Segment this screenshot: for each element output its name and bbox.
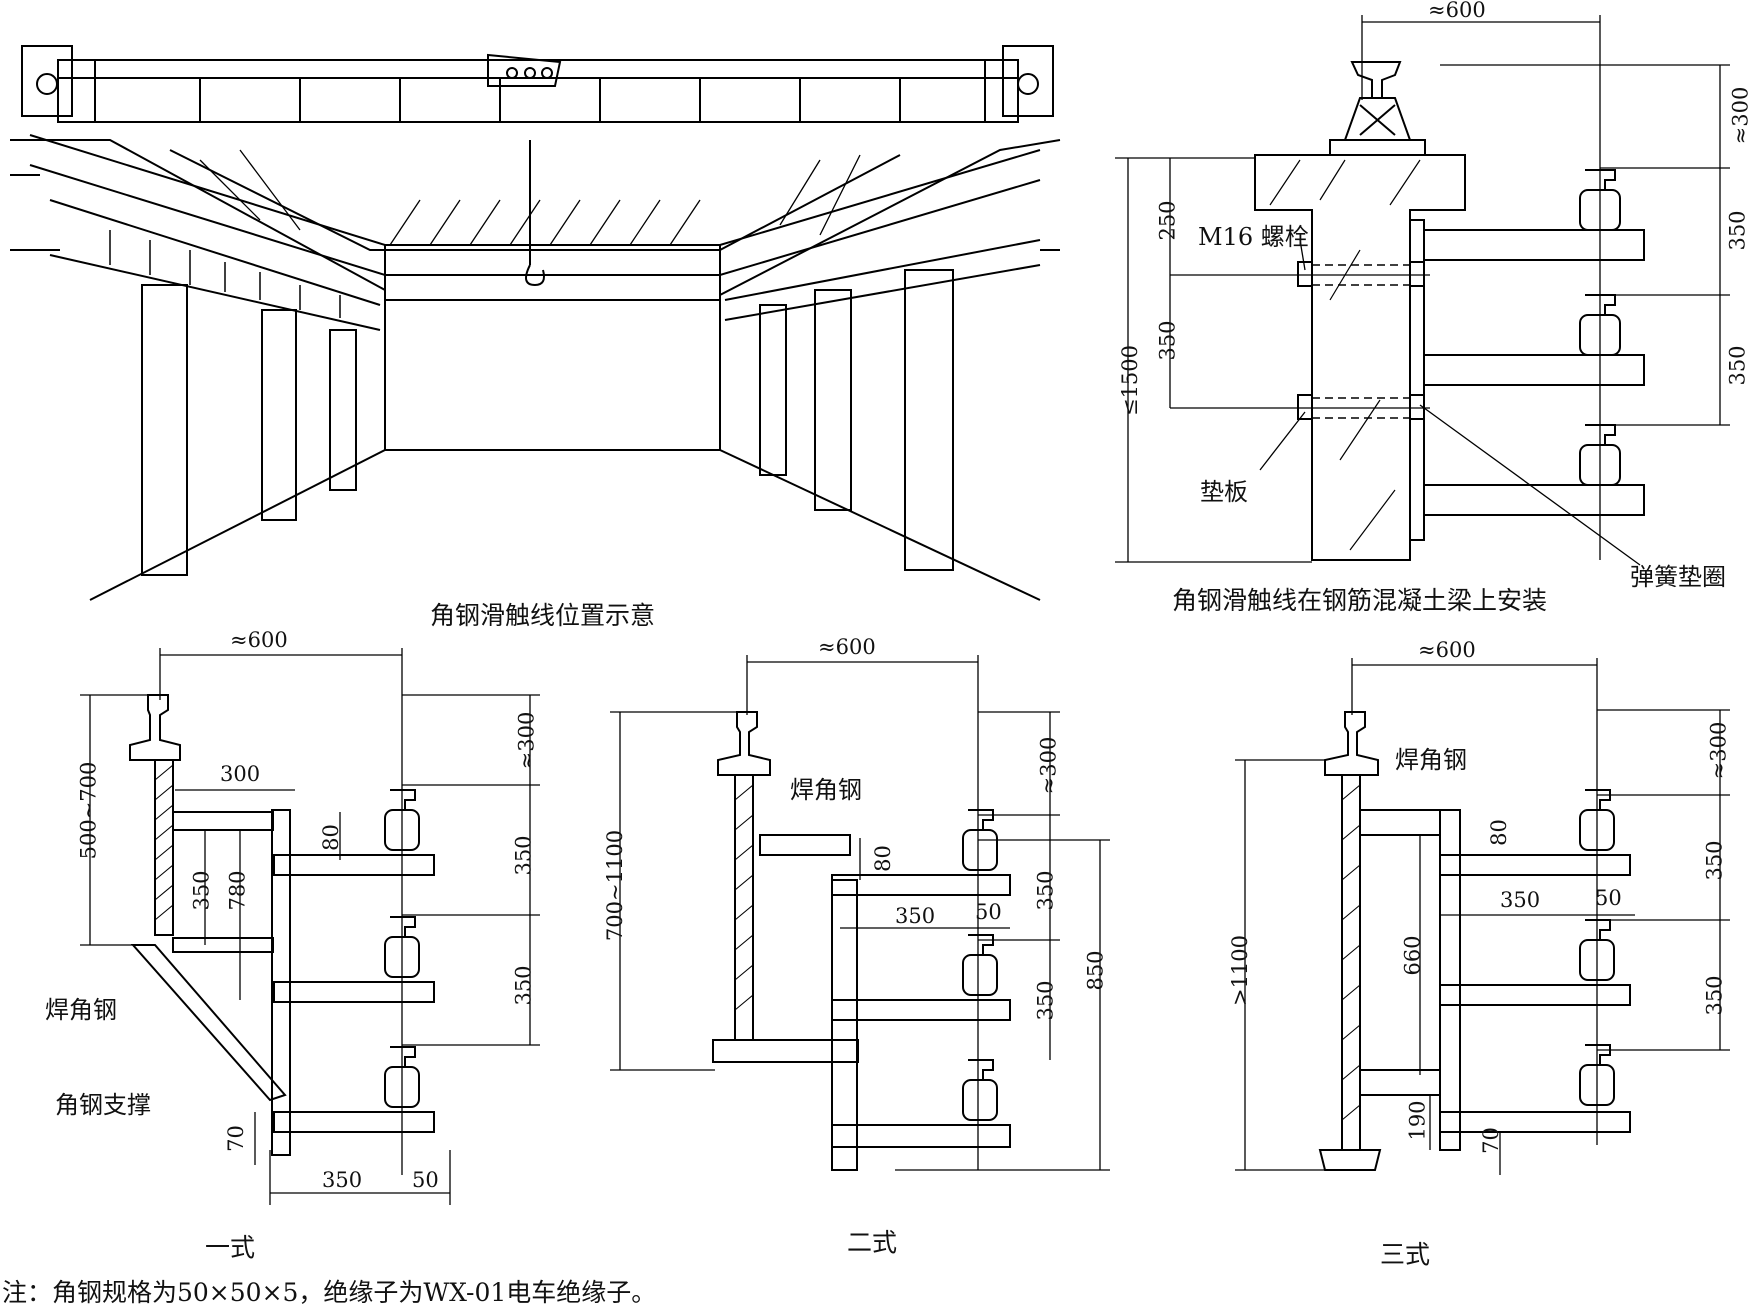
- type2-drawing: [610, 655, 1110, 1171]
- caption-type3: 三式: [1380, 1240, 1431, 1269]
- overview-crane-drawing: [10, 45, 1061, 601]
- caption-type2: 二式: [847, 1228, 898, 1257]
- dim-t3-50: 50: [1595, 886, 1622, 910]
- dim-t1-500-700: 500~700: [76, 761, 101, 860]
- dim-t1-600: ≈600: [230, 628, 288, 652]
- label-weld-angle-type1: 焊角钢: [45, 996, 117, 1024]
- dim-beam-350b: 350: [1725, 345, 1750, 386]
- dim-beam-1500: ≤1500: [1118, 344, 1143, 417]
- dim-t1-350a: 350: [511, 835, 536, 876]
- label-angle-brace: 角钢支撑: [55, 1091, 151, 1119]
- dim-t2-700-1100: 700~1100: [603, 829, 628, 942]
- dim-t3-80: 80: [1486, 819, 1511, 846]
- type1-drawing: [80, 648, 540, 1205]
- dim-t1-780: 780: [225, 870, 250, 911]
- dim-t1-350v: 350: [189, 870, 214, 911]
- dim-t1-350b: 350: [511, 965, 536, 1006]
- dim-t3-350a: 350: [1702, 840, 1727, 881]
- type3-drawing: [1235, 658, 1730, 1175]
- dim-t2-350a: 350: [1033, 870, 1058, 911]
- dim-t3-350b: 350: [1702, 975, 1727, 1016]
- dim-t1-70: 70: [223, 1125, 248, 1152]
- label-spring-washer: 弹簧垫圈: [1630, 563, 1726, 591]
- dim-beam-350a: 350: [1725, 210, 1750, 251]
- dim-t1-300v: ≈300: [514, 711, 539, 770]
- label-shim-plate: 垫板: [1200, 478, 1248, 506]
- caption-concrete-beam: 角钢滑触线在钢筋混凝土梁上安装: [1172, 586, 1548, 615]
- dim-beam-300: ≈300: [1728, 86, 1752, 145]
- dim-t1-50: 50: [412, 1168, 439, 1192]
- dim-t3-1100: >1100: [1228, 934, 1253, 1007]
- concrete-beam-drawing: [1115, 15, 1730, 566]
- dim-t2-50: 50: [975, 900, 1002, 924]
- dim-t3-350h: 350: [1500, 888, 1541, 912]
- dim-t2-350b: 350: [1033, 980, 1058, 1021]
- caption-type1: 一式: [205, 1233, 256, 1262]
- dim-t2-80: 80: [870, 845, 895, 872]
- caption-overview: 角钢滑触线位置示意: [430, 601, 656, 630]
- dim-t1-80: 80: [318, 824, 343, 851]
- dim-t3-70: 70: [1478, 1127, 1503, 1154]
- dim-t1-350h: 350: [322, 1168, 363, 1192]
- dim-t2-850: 850: [1083, 950, 1108, 991]
- label-weld-angle-type2: 焊角钢: [790, 776, 862, 804]
- dim-t3-190: 190: [1405, 1100, 1430, 1141]
- label-weld-angle-type3: 焊角钢: [1395, 746, 1467, 774]
- dim-t2-350h: 350: [895, 904, 936, 928]
- dim-t2-300v: ≈300: [1036, 736, 1061, 795]
- dim-beam-350c: 350: [1155, 320, 1180, 361]
- label-m16-bolt: M16 螺栓: [1198, 223, 1309, 251]
- dim-t3-660: 660: [1400, 935, 1425, 976]
- dim-t1-300: 300: [220, 762, 261, 786]
- footnote: 注：角钢规格为50×50×5，绝缘子为WX-01电车绝缘子。: [2, 1278, 657, 1307]
- dim-t3-300v: ≈300: [1706, 721, 1731, 780]
- dim-t2-600: ≈600: [818, 635, 876, 659]
- dim-beam-250: 250: [1155, 200, 1180, 241]
- dim-beam-600: ≈600: [1428, 0, 1486, 22]
- dim-t3-600: ≈600: [1418, 638, 1476, 662]
